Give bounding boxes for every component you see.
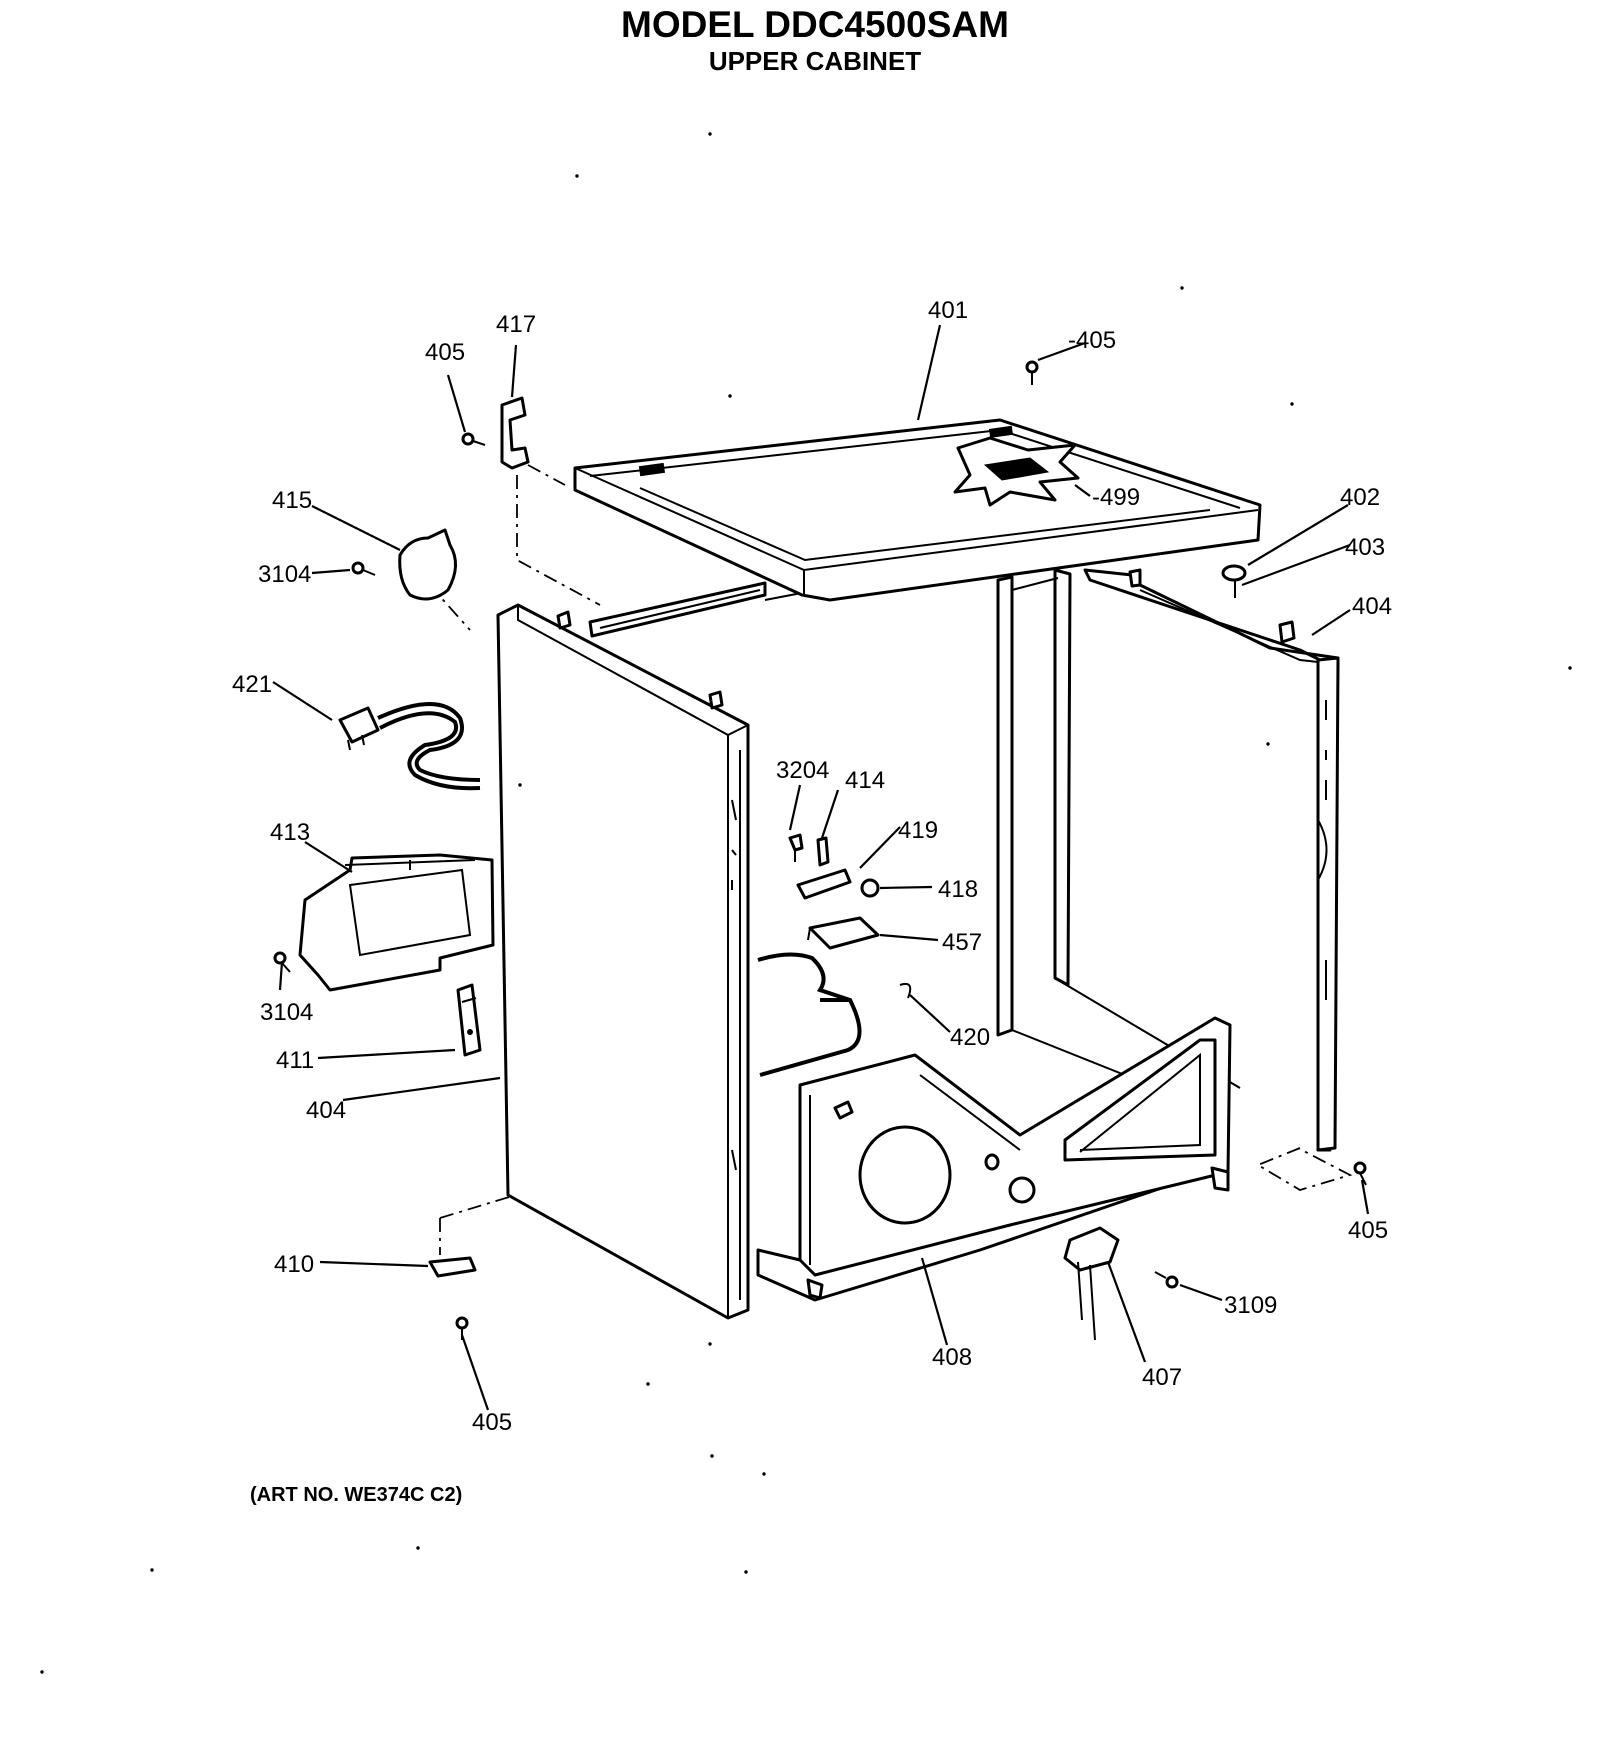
part-410-bracket bbox=[428, 1256, 477, 1278]
callout-405-top-left: 405 bbox=[425, 339, 465, 366]
callout-420: 420 bbox=[950, 1024, 990, 1051]
callout-407: 407 bbox=[1142, 1364, 1182, 1391]
part-421-power-cord bbox=[338, 702, 481, 791]
callout-457: 457 bbox=[942, 929, 982, 956]
scan-specks bbox=[40, 132, 1572, 1674]
top-panel-401 bbox=[573, 418, 1262, 602]
part-407-thermostat bbox=[1063, 1226, 1120, 1341]
callout-408: 408 bbox=[932, 1344, 972, 1371]
callout-3109: 3109 bbox=[1224, 1292, 1277, 1319]
diagram-title: MODEL DDC4500SAM bbox=[621, 4, 1009, 45]
callout-404-left: 404 bbox=[306, 1097, 346, 1124]
callout-3204: 3204 bbox=[776, 757, 829, 784]
part-cluster-centre bbox=[788, 833, 912, 999]
callout-413: 413 bbox=[270, 819, 310, 846]
leader-lines bbox=[272, 324, 1370, 1411]
part-411-switch bbox=[456, 983, 482, 1057]
callout-405-bottom: 405 bbox=[472, 1409, 512, 1436]
callout-405-bottom-right: 405 bbox=[1348, 1217, 1388, 1244]
callout-414: 414 bbox=[845, 767, 885, 794]
screws bbox=[273, 360, 1367, 1340]
callout-419: 419 bbox=[898, 817, 938, 844]
callout-403: 403 bbox=[1345, 534, 1385, 561]
callout-417: 417 bbox=[496, 311, 536, 338]
callout-401: 401 bbox=[928, 297, 968, 324]
callout-410: 410 bbox=[274, 1251, 314, 1278]
callout-415: 415 bbox=[272, 487, 312, 514]
front-side-panel-404 bbox=[496, 603, 750, 1320]
rear-duct-outline bbox=[757, 952, 862, 1077]
callout-402: 402 bbox=[1340, 484, 1380, 511]
callout-404-right: 404 bbox=[1352, 593, 1392, 620]
part-417-bracket bbox=[500, 396, 530, 470]
callout-405-top-right: -405 bbox=[1068, 327, 1116, 354]
part-413-access-panel bbox=[298, 853, 495, 992]
callout-3104-lower: 3104 bbox=[260, 999, 313, 1026]
callout-499: -499 bbox=[1092, 484, 1140, 511]
base-frame-408 bbox=[756, 1016, 1232, 1302]
callout-411: 411 bbox=[276, 1047, 314, 1074]
right-side-panel-404 bbox=[1083, 568, 1340, 1152]
art-number-caption: (ART NO. WE374C C2) bbox=[250, 1484, 463, 1506]
callout-3104-upper: 3104 bbox=[258, 561, 311, 588]
callout-421: 421 bbox=[232, 671, 272, 698]
callout-418: 418 bbox=[938, 876, 978, 903]
part-415-cover bbox=[398, 528, 457, 601]
part-402-403-pad-screw bbox=[1221, 564, 1247, 598]
diagram-subtitle: UPPER CABINET bbox=[708, 46, 922, 76]
callout-labels: 401 -405 417 405 -499 415 3104 402 403 4… bbox=[232, 297, 1392, 1436]
